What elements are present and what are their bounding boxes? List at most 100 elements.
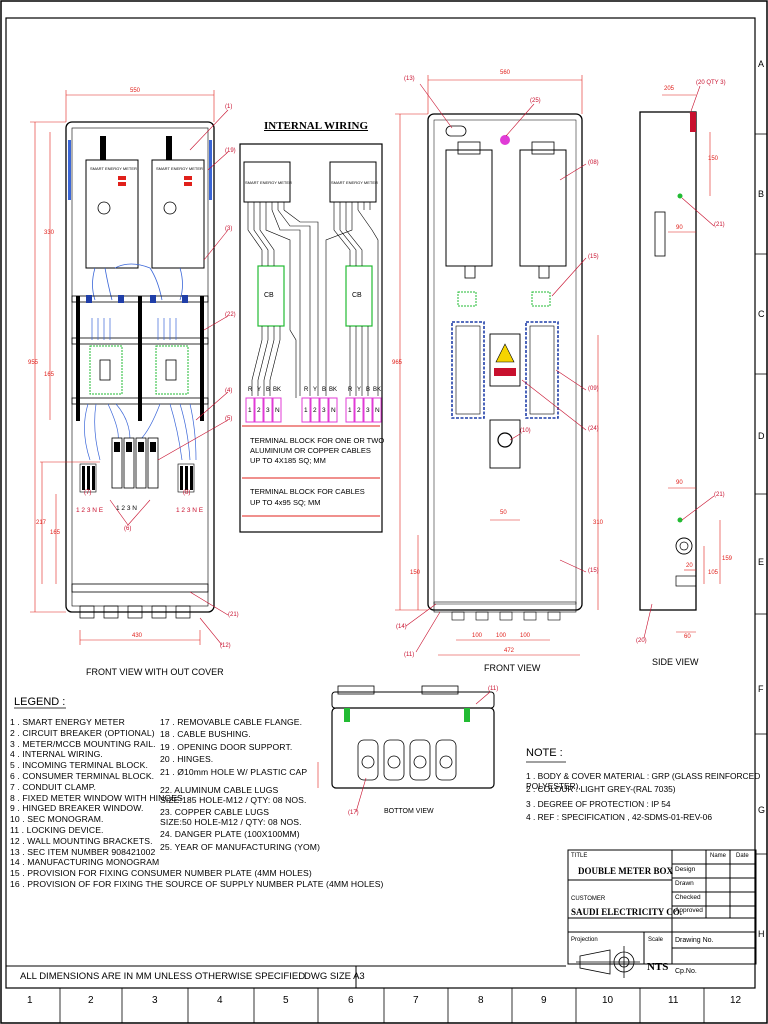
- callout-fv-5: (5): [225, 416, 233, 422]
- dim-front-lower2: 165: [50, 530, 61, 536]
- dim-cover-100a: 100: [472, 633, 483, 639]
- dim-side-159: 159: [722, 556, 733, 562]
- iw-letter-b-3: B: [366, 387, 371, 393]
- dim-front-lower: 217: [36, 520, 47, 526]
- tb-drawing-no-label: Drawing No.: [675, 937, 714, 944]
- callout-cover-09: (09): [588, 386, 599, 392]
- dim-side-20-qty: (20 QTY 3): [696, 80, 726, 86]
- callout-cover-10: (10): [520, 428, 531, 434]
- callout-fv-4: (4): [225, 388, 233, 394]
- note-item: 2 . COLOUR : LIGHT GREY-(RAL 7035): [526, 783, 676, 794]
- dim-cover-50: 50: [500, 510, 507, 516]
- grid-col-5: 5: [283, 995, 289, 1006]
- iw-num-3a: 3: [266, 407, 270, 414]
- callout-fv-22: (22): [225, 312, 236, 318]
- legend-item: 21 . Ø10mm HOLE W/ PLASTIC CAP: [160, 766, 308, 777]
- note-item: 1 . BODY & COVER MATERIAL : GRP (GLASS R…: [526, 771, 761, 791]
- front-view-without-cover: SMART ENERGY METER SMART ENERGY METER: [30, 90, 229, 646]
- terminal-label-center: 1 2 3 N: [116, 505, 137, 512]
- dim-front-upper: 330: [44, 230, 55, 236]
- legend-item: 3 . METER/MCCB MOUNTING RAIL.: [10, 738, 156, 749]
- grid-col-2: 2: [88, 995, 94, 1006]
- internal-wiring-heading: INTERNAL WIRING: [264, 120, 369, 132]
- bottom-view: [317, 685, 495, 813]
- tb-row-checked: Checked: [675, 894, 701, 901]
- grid-col-11: 11: [668, 995, 679, 1006]
- legend-item: 18 . CABLE BUSHING.: [160, 729, 251, 740]
- grid-col-8: 8: [478, 995, 484, 1006]
- caption-bottom-view: BOTTOM VIEW: [384, 808, 434, 815]
- note-item: 3 . DEGREE OF PROTECTION : IP 54: [526, 799, 671, 810]
- grid-col-1: 1: [27, 995, 33, 1006]
- callout-fv-1: (1): [225, 104, 233, 110]
- grid-row-h: H: [758, 929, 765, 939]
- legend-item: 5 . INCOMING TERMINAL BLOCK.: [10, 760, 148, 771]
- grid-col-6: 6: [348, 995, 354, 1006]
- legend-item: SIZE:185 HOLE-M12 / QTY: 08 NOS.: [160, 794, 307, 805]
- dim-side-90b: 90: [676, 480, 683, 486]
- caption-front-view-without-cover: FRONT VIEW WITH OUT COVER: [86, 667, 224, 677]
- iw-box1-line2: ALUMINIUM OR COPPER CABLES: [250, 446, 371, 455]
- callout-bottom-17: (17): [348, 810, 359, 816]
- tb-customer: SAUDI ELECTRICITY CO.: [571, 907, 682, 917]
- legend-item: 1 . SMART ENERGY METER: [10, 717, 125, 727]
- dim-cover-100c: 100: [520, 633, 531, 639]
- iw-meter-label-2: SMART ENERGY METER: [331, 180, 378, 185]
- iw-cb-label-1: CB: [264, 292, 274, 299]
- terminal-label-right: 1 2 3 N E: [176, 507, 204, 514]
- dim-side-150: 150: [708, 156, 719, 162]
- grid-col-9: 9: [541, 995, 547, 1006]
- legend-item: 25. YEAR OF MANUFACTURING (YOM): [160, 841, 321, 852]
- tb-col-name: Name: [710, 853, 727, 859]
- note-item: 4 . REF : SPECIFICATION , 42-SDMS-01-REV…: [526, 812, 712, 823]
- grid-row-c: C: [758, 309, 765, 319]
- legend-item: 11 . LOCKING DEVICE.: [10, 824, 104, 835]
- dim-cover-width: 560: [500, 70, 511, 76]
- tb-cp-no-label: Cp.No.: [675, 968, 697, 975]
- legend-item: 7 . CONDUIT CLAMP.: [10, 781, 97, 792]
- footer-dimensions-note: ALL DIMENSIONS ARE IN MM UNLESS OTHERWIS…: [20, 971, 306, 982]
- tb-row-design: Design: [675, 866, 696, 873]
- iw-meter-label-1: SMART ENERGY METER: [245, 180, 292, 185]
- legend-item: 4 . INTERNAL WIRING.: [10, 749, 103, 760]
- svg-text:SMART ENERGY METER: SMART ENERGY METER: [156, 166, 203, 171]
- callout-fv-7: (7): [84, 490, 92, 496]
- grid-row-b: B: [758, 189, 765, 199]
- callout-bottom-11: (11): [488, 686, 499, 692]
- note-list: 1 . BODY & COVER MATERIAL : GRP (GLASS R…: [526, 771, 768, 825]
- legend-title: LEGEND :: [14, 696, 66, 708]
- callout-fv-21: (21): [228, 612, 239, 618]
- legend-item: 6 . CONSUMER TERMINAL BLOCK.: [10, 770, 155, 781]
- iw-num-2a: 2: [257, 407, 261, 414]
- dim-cover-310: 310: [593, 520, 604, 526]
- caption-side-view: SIDE VIEW: [652, 657, 699, 667]
- dim-cover-150: 150: [410, 570, 421, 576]
- legend-item: 9 . HINGED BREAKER WINDOW.: [10, 803, 144, 814]
- dim-front-bottom-width: 430: [132, 633, 143, 639]
- legend-item: SIZE:50 HOLE-M12 / QTY: 08 NOS.: [160, 816, 302, 827]
- iw-num-2b: 2: [313, 407, 317, 414]
- dim-front-height: 955: [28, 360, 39, 366]
- iw-box2-line2: UP TO 4x95 SQ; MM: [250, 498, 321, 507]
- side-view: [639, 85, 721, 639]
- iw-letter-y-1: Y: [257, 387, 262, 393]
- iw-box1-line3: UP TO 4X185 SQ; MM: [250, 456, 326, 465]
- callout-fv-8: (8): [183, 490, 191, 496]
- callout-side-21b: (21): [714, 492, 725, 498]
- dim-side-205: 205: [664, 86, 675, 92]
- internal-wiring-diagram: [239, 143, 383, 533]
- iw-num-1b: 1: [304, 407, 308, 414]
- legend-item: 8 . FIXED METER WINDOW WITH HINGES: [10, 792, 183, 803]
- iw-letter-bk-2: BK: [329, 387, 338, 393]
- iw-num-nc: N: [375, 407, 380, 414]
- callout-cover-24: (24): [588, 426, 599, 432]
- svg-text:SMART ENERGY METER: SMART ENERGY METER: [90, 166, 137, 171]
- iw-num-nb: N: [331, 407, 336, 414]
- iw-num-1a: 1: [248, 407, 252, 414]
- callout-side-20: (20): [636, 638, 647, 644]
- legend-item: 24. DANGER PLATE (100X100MM): [160, 829, 300, 840]
- callout-cover-13: (13): [404, 76, 415, 82]
- iw-letter-bk-3: BK: [373, 387, 382, 393]
- callout-cover-08: (08): [588, 160, 599, 166]
